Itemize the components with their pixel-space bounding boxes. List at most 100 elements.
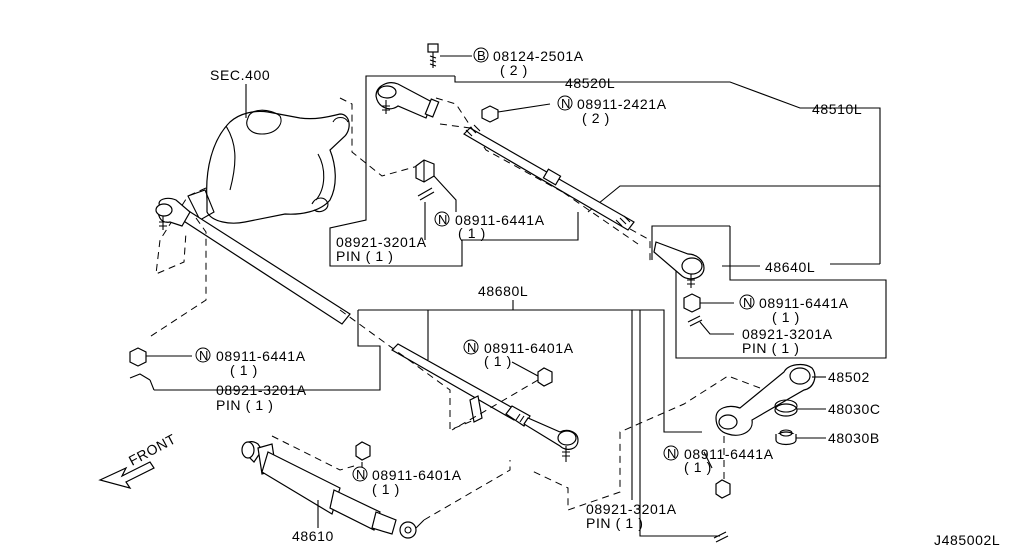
label-48502: 48502	[828, 369, 870, 385]
cotter-pin-d-2	[715, 535, 729, 543]
pin-b-leader	[699, 321, 734, 335]
box-48640L-top	[651, 225, 730, 260]
label-48640L: 48640L	[765, 259, 815, 275]
front-arrow-icon	[98, 461, 155, 489]
leader-48520L	[454, 76, 632, 83]
label-48520L: 48520L	[565, 75, 615, 91]
left-dashed-outline	[147, 217, 207, 339]
n-symbol-icon-1	[557, 95, 573, 111]
bushing-48030C	[774, 399, 798, 417]
leader-48680L-right	[640, 309, 702, 433]
n-symbol-text-3: N	[743, 295, 753, 310]
nut2421-leader	[497, 103, 551, 113]
upper-dashed-outline	[435, 97, 651, 264]
nut2421-std-label: 08911-2421A	[577, 96, 667, 112]
nut6401b-qty-label: ( 1 )	[372, 481, 400, 497]
steering-damper-48610	[241, 440, 425, 539]
nut6441a-qty-label: ( 1 )	[458, 225, 486, 241]
pin-d-qty-label: PIN ( 1 )	[586, 515, 644, 531]
nut6401a-dashed	[451, 379, 539, 431]
n-symbol-text-1: N	[561, 96, 571, 111]
nut6401b-std-label: 08911-6401A	[372, 467, 462, 483]
pin-b-std-label: 08921-3201A	[742, 326, 833, 342]
n-symbol-text-4: N	[199, 348, 209, 363]
pin-c-std-label: 08921-3201A	[216, 382, 307, 398]
label-48680L: 48680L	[478, 283, 528, 299]
cotter-pin-a	[417, 187, 433, 197]
nut6401a-qty-label: ( 1 )	[484, 353, 512, 369]
cotter-pin-b	[687, 315, 701, 323]
front-label: FRONT	[126, 430, 179, 468]
bolt-std-label: 08124-2501A	[493, 48, 584, 64]
diagram-id: J485002L	[934, 532, 1000, 548]
n-symbol-text-5: N	[467, 340, 477, 355]
nut6441b-std-label: 08911-6441A	[759, 295, 849, 311]
label-48030B: 48030B	[828, 430, 880, 446]
n-symbol-icon-5	[463, 339, 479, 355]
label-48030C: 48030C	[828, 401, 881, 417]
pin-a-qty-label: PIN ( 1 )	[336, 248, 394, 264]
pin-d-std-label: 08921-3201A	[586, 501, 677, 517]
pin-b-qty-label: PIN ( 1 )	[742, 340, 800, 356]
gear-dashed-outline-left	[155, 187, 207, 275]
pin-c-qty-label: PIN ( 1 )	[216, 397, 274, 413]
left-tie-rod	[155, 197, 351, 325]
damper-dashed-2	[423, 460, 511, 521]
center-dashed-outline	[339, 309, 475, 431]
castle-nut-c	[129, 347, 147, 367]
pin-a-std-label: 08921-3201A	[336, 234, 427, 250]
steering-gear-housing	[187, 109, 350, 224]
sec400-label: SEC.400	[210, 67, 270, 83]
cotter-pin-d	[713, 531, 727, 539]
n-symbol-text-6: N	[667, 446, 677, 461]
bushing-48030B	[775, 429, 797, 446]
castle-nut-b	[683, 293, 701, 313]
n-symbol-text-2: N	[438, 212, 448, 227]
leader-48680L-down	[639, 310, 720, 537]
outer-tie-rod-end-right	[653, 241, 705, 288]
damper-dashed-1	[271, 435, 355, 471]
center-tie-rod	[391, 343, 579, 462]
nut6441c-std-label: 08911-6441A	[216, 348, 306, 364]
gear-dashed-outline	[339, 97, 419, 177]
box-48520L	[329, 75, 579, 267]
nut2421-qty-label: ( 2 )	[582, 110, 610, 126]
nut6441d-std-label: 08911-6441A	[684, 446, 774, 462]
nut6441c-qty-label: ( 1 )	[230, 362, 258, 378]
bolt-qty-label: ( 2 )	[500, 62, 528, 78]
n-symbol-icon-7	[352, 466, 368, 482]
nut6441d-qty-label: ( 1 )	[684, 459, 712, 475]
nut6401a-leader	[511, 361, 539, 377]
nut6441a-leader	[433, 175, 457, 212]
upper-tie-rod-sleeve	[463, 124, 635, 231]
nut-6401-a	[537, 367, 553, 387]
leader-48510L	[587, 81, 881, 213]
cotter-pin-b-2	[689, 319, 703, 327]
nut6441b-qty-label: ( 1 )	[772, 309, 800, 325]
b-symbol-text: B	[477, 48, 486, 63]
cotter-pin-c	[129, 373, 151, 381]
nut6401a-std-label: 08911-6401A	[484, 340, 574, 356]
idler-dashed-outline	[529, 375, 761, 511]
n-symbol-icon-2	[434, 211, 450, 227]
outer-tie-rod-end-upper	[375, 82, 440, 119]
b-symbol-icon	[473, 47, 489, 63]
label-48510L: 48510L	[812, 101, 862, 117]
castle-nut-d	[715, 479, 731, 499]
cotter-pin-a-2	[419, 191, 435, 201]
n-symbol-icon-3	[739, 294, 755, 310]
leader-48680L-left	[154, 310, 381, 391]
idler-arm-48502	[715, 363, 816, 436]
nut6441d-leader	[703, 451, 713, 469]
pin-c-join	[149, 379, 155, 391]
label-48610: 48610	[292, 528, 334, 544]
nut-2421	[481, 105, 499, 123]
castle-nut-a	[415, 159, 435, 183]
n-symbol-text-7: N	[356, 467, 366, 482]
nut6441a-std-label: 08911-6441A	[455, 212, 545, 228]
nut-6401-b	[355, 441, 371, 461]
n-symbol-icon-6	[663, 445, 679, 461]
n-symbol-icon-4	[195, 347, 211, 363]
box-48640L	[675, 226, 887, 359]
